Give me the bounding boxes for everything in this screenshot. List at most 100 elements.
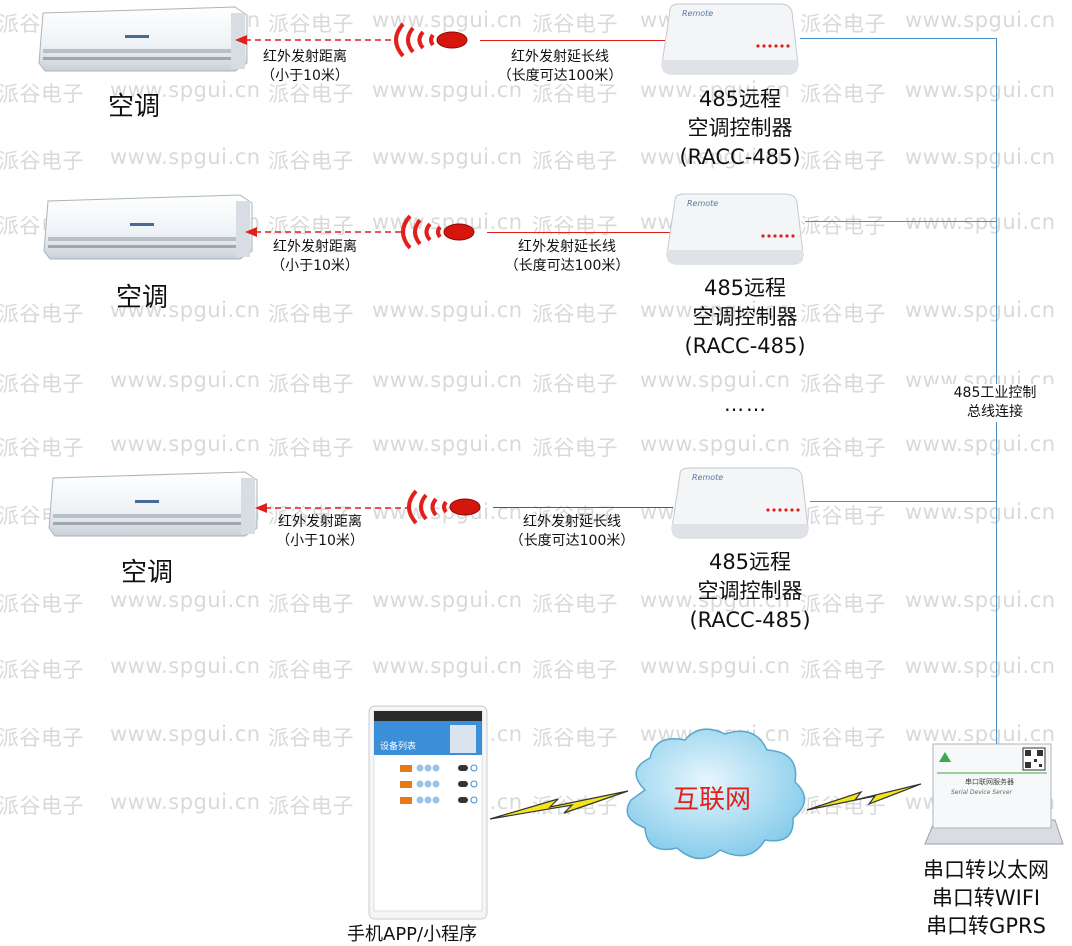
watermark-text: 派谷电子 [800,149,886,173]
watermark-text: 派谷电子 [0,658,84,682]
watermark-text: 派谷电子 [268,436,354,460]
bus-label-line1: 485工业控制 [953,385,1037,401]
watermark-text: 派谷电子 [268,149,354,173]
controller-brand: Remote [682,9,713,18]
extension-label-3: 红外发射延长线 （长度可达100米） [502,513,642,551]
server-label: 串口转以太网 串口转WIFI 串口转GPRS [911,856,1061,940]
watermark-text: 派谷电子 [800,726,886,750]
watermark-text: 派谷电子 [268,302,354,326]
watermark-text: 派谷电子 [532,149,618,173]
watermark-text: www.spgui.cn [640,432,791,456]
watermark-text: 派谷电子 [268,592,354,616]
ir-emitter-icon [394,22,468,58]
watermark-text: 派谷电子 [800,504,886,528]
controller-name-line: 空调控制器 [692,305,798,329]
bus-label-line2: 总线连接 [967,404,1023,420]
watermark-text: www.spgui.cn [372,654,523,678]
watermark-text: www.spgui.cn [110,588,261,612]
controller-name-line: 空调控制器 [687,116,793,140]
extension-label-1: 红外发射延长线 （长度可达100米） [490,48,630,86]
watermark-text: 派谷电子 [800,592,886,616]
watermark-text: 派谷电子 [800,82,886,106]
watermark-text: www.spgui.cn [905,654,1056,678]
ir-extension-cable-1 [480,40,665,41]
watermark-text: 派谷电子 [532,658,618,682]
controller-brand: Remote [687,199,718,208]
ir-emitter-icon [401,214,475,250]
controller-model-line: 485远程 [708,550,792,574]
ir-distance-note: （小于10米） [271,258,359,274]
ir-distance-note: （小于10米） [261,68,349,84]
watermark-text: www.spgui.cn [110,368,261,392]
watermark-text: www.spgui.cn [372,368,523,392]
watermark-text: 派谷电子 [0,436,84,460]
watermark-text: www.spgui.cn [372,298,523,322]
watermark-text: www.spgui.cn [110,654,261,678]
watermark-text: www.spgui.cn [372,78,523,102]
watermark-text: 派谷电子 [268,12,354,36]
extension-note: （长度可达100米） [497,68,623,84]
watermark-text: www.spgui.cn [372,588,523,612]
remote-controller-1: Remote [661,3,799,75]
remote-controller-3: Remote [671,467,809,539]
watermark-text: www.spgui.cn [372,145,523,169]
watermark-text: www.spgui.cn [640,368,791,392]
extension-title: 红外发射延长线 [518,239,616,255]
internet-cloud-icon: 互联网 [626,728,806,860]
bus-branch-3 [810,501,996,502]
watermark-text: 派谷电子 [532,372,618,396]
arrow-left-icon [255,503,413,513]
watermark-text: www.spgui.cn [905,78,1056,102]
phone-label: 手机APP/小程序 [347,924,478,945]
watermark-text: 派谷电子 [0,372,84,396]
wireless-link-left-icon [489,790,629,820]
watermark-text: www.spgui.cn [372,8,523,32]
watermark-text: 派谷电子 [532,726,618,750]
serial-device-server: 串口联网服务器 Serial Device Server [924,743,1064,845]
watermark-text: 派谷电子 [0,794,84,818]
watermark-text: 派谷电子 [532,82,618,106]
server-label-gprs: 串口转GPRS [926,914,1046,938]
controller-code-line: (RACC-485) [689,608,811,632]
ir-emitter-icon [407,489,481,525]
watermark-text: 派谷电子 [800,372,886,396]
watermark-text: www.spgui.cn [905,722,1056,746]
watermark-text: 派谷电子 [532,436,618,460]
ir-distance-title: 红外发射距离 [273,239,357,255]
watermark-text: www.spgui.cn [905,432,1056,456]
watermark-text: www.spgui.cn [372,432,523,456]
watermark-text: www.spgui.cn [905,588,1056,612]
watermark-text: www.spgui.cn [640,78,791,102]
ir-distance-title: 红外发射距离 [278,514,362,530]
watermark-text: 派谷电子 [800,12,886,36]
watermark-text: www.spgui.cn [640,588,791,612]
ir-distance-label-1: 红外发射距离 （小于10米） [245,48,365,86]
extension-note: （长度可达100米） [509,533,635,549]
ir-distance-note: （小于10米） [276,533,364,549]
ac-label-2: 空调 [116,283,169,313]
wireless-link-right-icon [806,783,922,811]
watermark-text: 派谷电子 [268,794,354,818]
watermark-text: www.spgui.cn [640,654,791,678]
watermark-text: www.spgui.cn [110,432,261,456]
watermark-text: www.spgui.cn [905,298,1056,322]
watermark-text: 派谷电子 [0,726,84,750]
watermark-text: www.spgui.cn [110,145,261,169]
watermark-text: 派谷电子 [532,12,618,36]
watermark-text: www.spgui.cn [110,298,261,322]
extension-note: （长度可达100米） [504,258,630,274]
watermark-text: 派谷电子 [0,302,84,326]
controller-label-3: 485远程 空调控制器 (RACC-485) [665,548,835,635]
watermark-text: www.spgui.cn [110,790,261,814]
server-title: 串口联网服务器 [965,777,1014,786]
mobile-phone: 设备列表 [368,705,488,920]
ir-distance-title: 红外发射距离 [263,49,347,65]
controller-code-line: (RACC-485) [679,145,801,169]
watermark-text: 派谷电子 [800,302,886,326]
watermark-text: 派谷电子 [0,82,84,106]
remote-controller-2: Remote [666,193,804,265]
watermark-text: 派谷电子 [268,658,354,682]
air-conditioner-3 [48,471,258,537]
extension-title: 红外发射延长线 [511,49,609,65]
arrow-left-icon [245,227,403,237]
